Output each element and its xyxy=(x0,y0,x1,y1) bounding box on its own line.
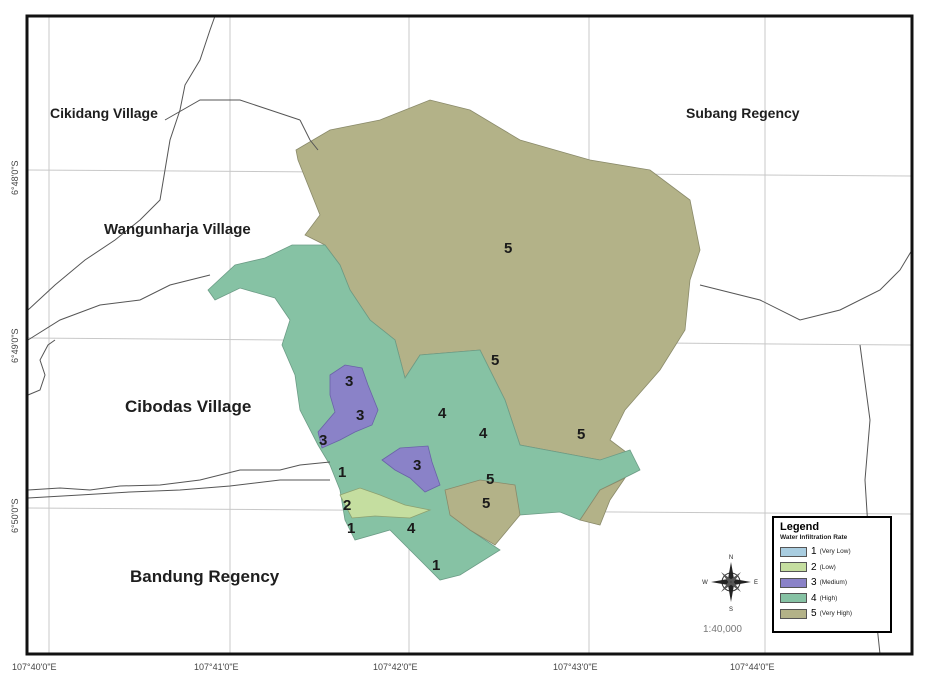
compass-n: N xyxy=(729,555,733,561)
label-wangunharja-village: Wangunharja Village xyxy=(104,221,251,238)
x-tick-label: 107°42'0"E xyxy=(373,662,418,672)
y-tick-label: 6°49'0"S xyxy=(10,328,20,363)
compass-s: S xyxy=(729,607,733,613)
zone-medium-west xyxy=(317,364,379,449)
legend-label: (Low) xyxy=(819,563,836,571)
label-subang-regency: Subang Regency xyxy=(686,105,800,121)
legend-item: 4 (High) xyxy=(780,591,884,607)
zone-label: 5 xyxy=(504,240,513,257)
zone-low xyxy=(339,487,432,519)
legend-swatch xyxy=(780,593,807,604)
legend-swatch xyxy=(780,608,807,619)
zone-label: 5 xyxy=(486,471,495,488)
zone-medium-centre xyxy=(381,445,441,493)
zone-label: 3 xyxy=(319,432,328,449)
label-cikidang-village: Cikidang Village xyxy=(50,105,158,121)
zone-label: 3 xyxy=(413,457,422,474)
scale-text: 1:40,000 xyxy=(703,624,742,635)
zone-label: 5 xyxy=(577,426,586,443)
y-tick-label: 6°50'0"S xyxy=(10,498,20,533)
compass-w: W xyxy=(702,580,708,586)
legend-num: 4 xyxy=(811,592,817,604)
zone-label: 1 xyxy=(432,557,441,574)
y-tick-label: 6°48'0"S xyxy=(10,160,20,195)
zone-very-high-east xyxy=(579,476,627,526)
zone-very-high-south xyxy=(444,479,521,546)
zone-label: 4 xyxy=(438,405,447,422)
compass-icon: N S E W xyxy=(702,555,758,613)
legend-swatch xyxy=(780,562,807,573)
map-frame xyxy=(25,14,914,656)
x-tick-label: 107°44'0"E xyxy=(730,662,775,672)
legend: Legend Water Infiltration Rate 1 (Very L… xyxy=(772,516,892,633)
legend-swatch xyxy=(780,577,807,588)
zone-label: 4 xyxy=(479,425,488,442)
legend-label: (High) xyxy=(819,594,838,602)
legend-num: 2 xyxy=(811,561,817,573)
legend-item: 3 (Medium) xyxy=(780,575,884,591)
zone-label: 1 xyxy=(347,520,356,537)
legend-num: 5 xyxy=(811,608,817,620)
legend-label: (Very High) xyxy=(819,610,853,618)
x-tick-label: 107°40'0"E xyxy=(12,662,57,672)
zone-label: 3 xyxy=(356,407,365,424)
boundaries xyxy=(27,15,913,655)
zone-label: 4 xyxy=(407,520,416,537)
legend-item: 2 (Low) xyxy=(780,560,884,576)
legend-item: 1 (Very Low) xyxy=(780,544,884,560)
infiltration-zones xyxy=(207,99,701,581)
legend-subtitle: Water Infiltration Rate xyxy=(780,534,848,541)
legend-num: 3 xyxy=(811,577,817,589)
zone-label: 5 xyxy=(491,352,500,369)
legend-swatch xyxy=(780,546,807,557)
zone-label: 2 xyxy=(343,497,352,514)
legend-title: Legend xyxy=(780,521,820,533)
legend-label: (Very Low) xyxy=(819,548,851,556)
legend-num: 1 xyxy=(811,546,817,558)
legend-label: (Medium) xyxy=(819,579,848,587)
compass-e: E xyxy=(754,580,758,586)
zone-label: 5 xyxy=(482,495,491,512)
zone-label: 1 xyxy=(338,464,347,481)
legend-item: 5 (Very High) xyxy=(780,606,884,622)
label-cibodas-village: Cibodas Village xyxy=(125,397,252,416)
x-tick-label: 107°41'0"E xyxy=(194,662,239,672)
label-bandung-regency: Bandung Regency xyxy=(130,567,280,586)
zone-label: 3 xyxy=(345,373,354,390)
x-tick-label: 107°43'0"E xyxy=(553,662,598,672)
